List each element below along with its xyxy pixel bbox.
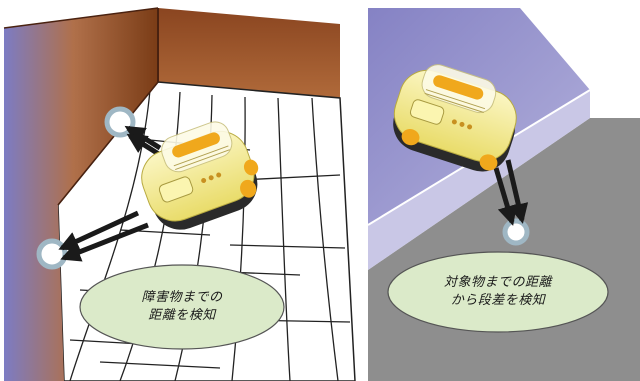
- caption-left-line-1: 障害物までの: [141, 290, 223, 305]
- caption-left: 障害物までの 距離を検知: [92, 289, 272, 325]
- detection-arrows-right: [493, 159, 529, 226]
- back-wall: [158, 8, 340, 98]
- sensor-spot-floor: [502, 218, 530, 246]
- caption-left-line-2: 距離を検知: [148, 308, 216, 323]
- sensor-spot-lower: [36, 238, 68, 270]
- step-face: [368, 90, 590, 270]
- caption-bubble-left: [79, 264, 285, 350]
- robot-cleaner-right: [393, 64, 517, 172]
- right-panel: [367, 8, 640, 381]
- caption-right: 対象物までの距離 から段差を検知: [398, 274, 598, 310]
- left-panel: [3, 7, 356, 381]
- side-wall: [4, 8, 158, 381]
- caption-right-line-1: 対象物までの距離: [443, 275, 552, 290]
- caption-bubble-right: [387, 251, 609, 333]
- caption-right-line-2: から段差を検知: [450, 293, 546, 308]
- robot-cleaner-left: [141, 121, 259, 230]
